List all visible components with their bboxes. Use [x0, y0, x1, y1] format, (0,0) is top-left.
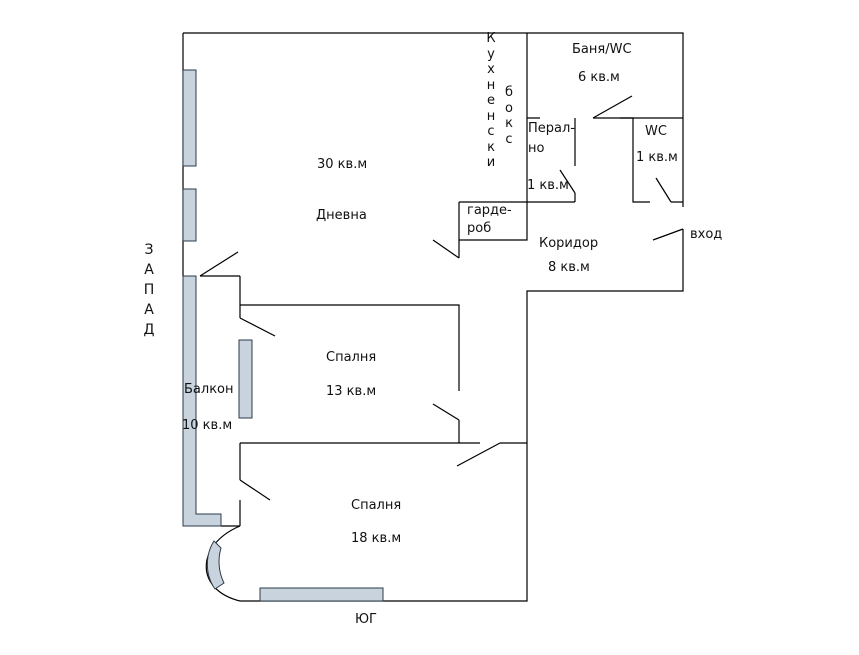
corridor-name: Коридор — [539, 236, 599, 251]
door-swings — [199, 95, 684, 501]
window-south — [259, 587, 384, 602]
outer-wall-right-lower — [240, 229, 684, 602]
wc-name: WC — [645, 124, 667, 139]
laundry-name-1: Перал- — [528, 121, 575, 136]
bedroom1-area: 13 кв.м — [326, 384, 377, 399]
balcony-area: 10 кв.м — [182, 418, 233, 433]
door-living — [432, 239, 460, 259]
windows — [182, 69, 384, 602]
wardrobe-name-1: гарде- — [467, 203, 512, 218]
bay-window — [206, 540, 225, 590]
door-entrance — [652, 228, 684, 241]
bedroom2-name: Спалня — [351, 498, 402, 513]
door-wc — [655, 177, 672, 203]
laundry-name-2: но — [528, 141, 545, 156]
south-label: ЮГ — [355, 612, 377, 627]
kitchen-label-2: бокс — [504, 85, 514, 147]
bedroom1-name: Спалня — [326, 350, 377, 365]
corridor-area: 8 кв.м — [548, 260, 590, 275]
walls — [182, 32, 684, 602]
window-bedroom1 — [238, 339, 253, 419]
door-balcony-living — [199, 251, 239, 277]
bedroom1-bottom-wall — [240, 420, 460, 444]
living-name: Дневна — [316, 208, 367, 223]
door-bath — [592, 95, 633, 119]
outer-wall-top — [183, 32, 684, 207]
wardrobe-name-2: роб — [467, 221, 492, 236]
wc-area: 1 кв.м — [636, 150, 678, 165]
wc-walls — [620, 117, 683, 203]
bath-name: Баня/WC — [572, 42, 632, 57]
wardrobe-walls — [458, 201, 528, 241]
living-area: 30 кв.м — [317, 157, 368, 172]
door-bedroom2-balcony — [239, 479, 271, 501]
door-bedroom2 — [456, 442, 501, 467]
bay-arc — [205, 525, 241, 602]
balcony-name: Балкон — [184, 382, 234, 397]
door-bedroom1-balcony — [239, 317, 276, 337]
door-laundry — [559, 169, 576, 194]
laundry-area: 1 кв.м — [527, 178, 569, 193]
bedroom2-area: 18 кв.м — [351, 531, 402, 546]
kitchen-label-1: Кухненски — [486, 31, 496, 170]
window-west-1 — [182, 69, 197, 167]
window-west-2 — [182, 188, 197, 242]
entrance-label: вход — [690, 227, 723, 242]
west-label: ЗАПАД — [143, 242, 155, 338]
door-bedroom1 — [432, 403, 460, 421]
balcony-railing — [182, 275, 222, 527]
bath-area: 6 кв.м — [578, 70, 620, 85]
bedroom1-top-wall — [240, 304, 460, 391]
